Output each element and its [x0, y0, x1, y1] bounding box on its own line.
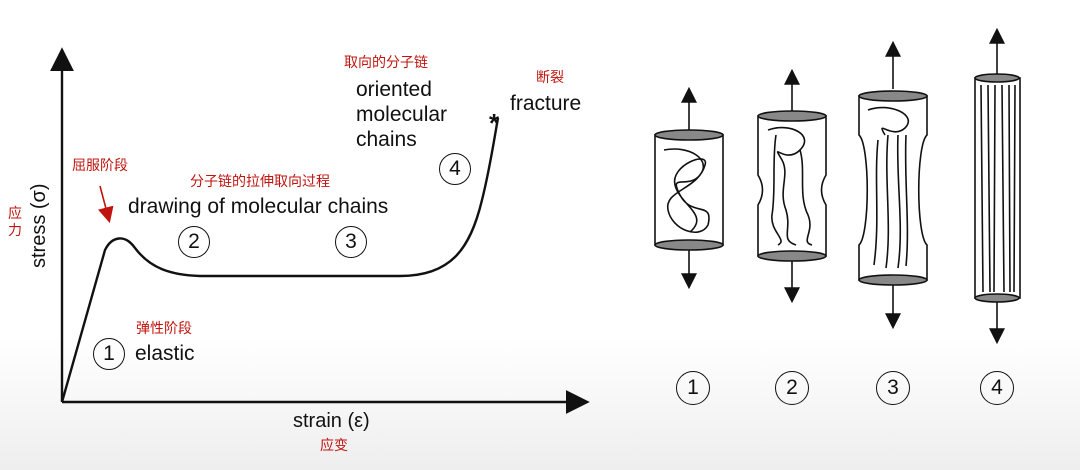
fracture-label-cn: 断裂	[536, 70, 564, 86]
specimen-3	[858, 40, 928, 330]
oriented-label-line1: oriented	[356, 78, 432, 101]
fracture-marker: *	[489, 108, 500, 138]
oriented-label-line2: molecular	[356, 103, 448, 126]
specimen-3-number: 3	[876, 371, 910, 405]
oriented-label-cn: 取向的分子链	[344, 55, 428, 71]
fracture-label: fracture	[510, 92, 582, 115]
specimen-2	[757, 68, 827, 304]
specimen-1	[654, 86, 724, 290]
specimen-4	[974, 27, 1021, 345]
x-axis-label: strain (ε)	[293, 410, 370, 432]
stage-1-label-cn: 弹性阶段	[136, 321, 192, 337]
stage-2-number: 2	[178, 226, 210, 258]
stress-strain-curve	[60, 117, 500, 403]
specimen-2-number: 2	[775, 371, 809, 405]
drawing-label: drawing of molecular chains	[128, 195, 389, 218]
stage-1-label: elastic	[135, 342, 195, 365]
x-axis-label-cn: 应变	[320, 438, 348, 454]
drawing-label-cn: 分子链的拉伸取向过程	[190, 174, 330, 190]
oriented-label-line3: chains	[356, 128, 417, 151]
stage-1-number: 1	[93, 338, 125, 370]
stage-4-number: 4	[439, 153, 471, 185]
specimen-4-number: 4	[980, 371, 1014, 405]
y-axis-label-cn: 应力	[8, 206, 22, 239]
specimen-1-number: 1	[676, 371, 710, 405]
yield-label-cn: 屈服阶段	[72, 158, 128, 174]
yield-arrow	[97, 185, 114, 224]
y-axis-label: stress (σ)	[28, 183, 50, 268]
stage-3-number: 3	[335, 226, 367, 258]
